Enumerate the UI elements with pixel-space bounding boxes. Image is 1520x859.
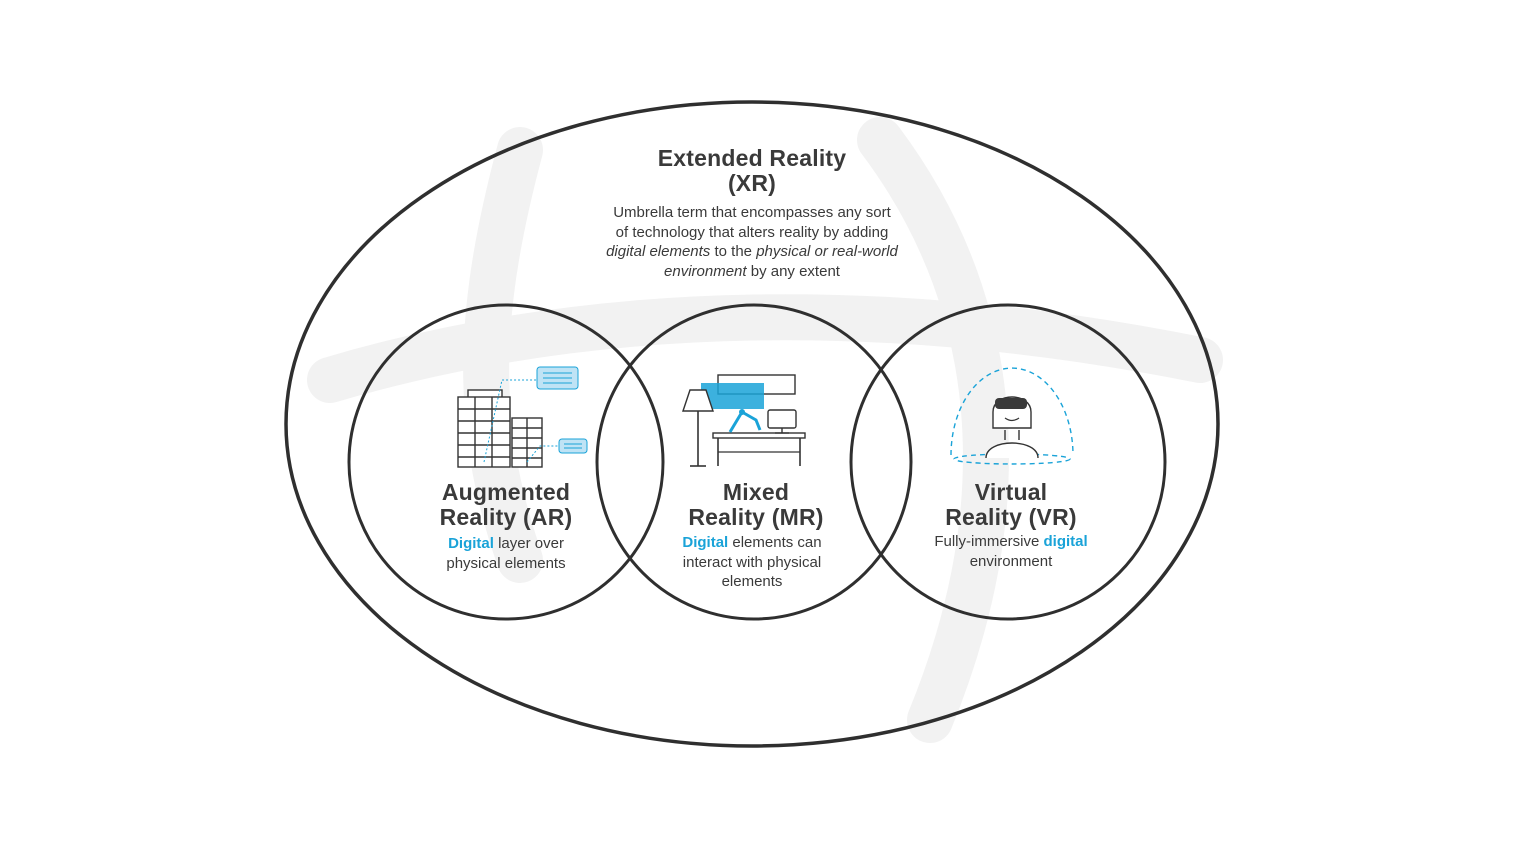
xr-title-line1: Extended Reality (657, 145, 847, 171)
vr-circle (849, 303, 1167, 621)
background-watermark (307, 117, 1223, 743)
vr-desc-line1: Fully-immersive digital (906, 532, 1116, 552)
vr-title-line1: Virtual (974, 479, 1048, 505)
xr-desc-rest: by any extent (746, 262, 840, 280)
ar-title: Augmented Reality (AR) (406, 480, 606, 530)
xr-desc-line4: environment by any extent (572, 262, 932, 282)
xr-desc-line3: digital elements to the physical or real… (572, 242, 932, 262)
vr-title-line2: Reality (VR) (945, 504, 1077, 530)
digital-callout-icon (536, 366, 588, 454)
ar-title-line1: Augmented (441, 479, 571, 505)
mr-desc-line3: elements (721, 573, 783, 590)
xr-description: Umbrella term that encompasses any sort … (572, 203, 932, 281)
mr-title-line2: Reality (MR) (688, 504, 824, 530)
ar-desc-line1: Digital layer over (406, 534, 606, 554)
mr-desc-accent: Digital (682, 534, 729, 551)
xr-ellipse (284, 100, 1220, 748)
xr-desc-line1: Umbrella term that encompasses any sort (613, 204, 891, 221)
building-with-callouts-icon (457, 379, 560, 468)
vr-desc-accent: digital (1043, 533, 1088, 550)
xr-title-line2: (XR) (727, 170, 777, 196)
ar-desc-rest: layer over (493, 535, 564, 552)
vr-desc-line2: environment (969, 552, 1053, 570)
mr-title-line1: Mixed (722, 479, 790, 505)
mr-circle (595, 303, 913, 621)
ar-desc-line2: physical elements (446, 554, 566, 572)
vr-title: Virtual Reality (VR) (911, 480, 1111, 530)
mr-desc-line2: interact with physical (682, 553, 822, 571)
xr-desc-line2: of technology that alters reality by add… (615, 223, 889, 241)
ar-title-line2: Reality (AR) (439, 504, 573, 530)
mr-description: Digital elements can interact with physi… (652, 533, 852, 592)
xr-title: Extended Reality (XR) (592, 146, 912, 196)
ar-description: Digital layer over physical elements (406, 534, 606, 573)
ar-circle (347, 303, 665, 621)
vr-desc-pre: Fully-immersive (934, 533, 1044, 550)
ar-desc-accent: Digital (448, 535, 494, 552)
xr-desc-mid: to the (710, 243, 757, 260)
mr-desc-line1: Digital elements can (652, 533, 852, 553)
vr-description: Fully-immersive digital environment (906, 532, 1116, 571)
xr-desc-em2: physical or real-world (756, 243, 898, 260)
mr-title: Mixed Reality (MR) (656, 480, 856, 530)
person-with-vr-headset-icon (950, 367, 1074, 465)
mr-desc-rest: elements can (728, 534, 822, 551)
desk-with-lamp-robot-arm-icon (682, 374, 806, 467)
xr-desc-em3: environment (664, 262, 747, 280)
xr-desc-em1: digital elements (606, 243, 711, 260)
